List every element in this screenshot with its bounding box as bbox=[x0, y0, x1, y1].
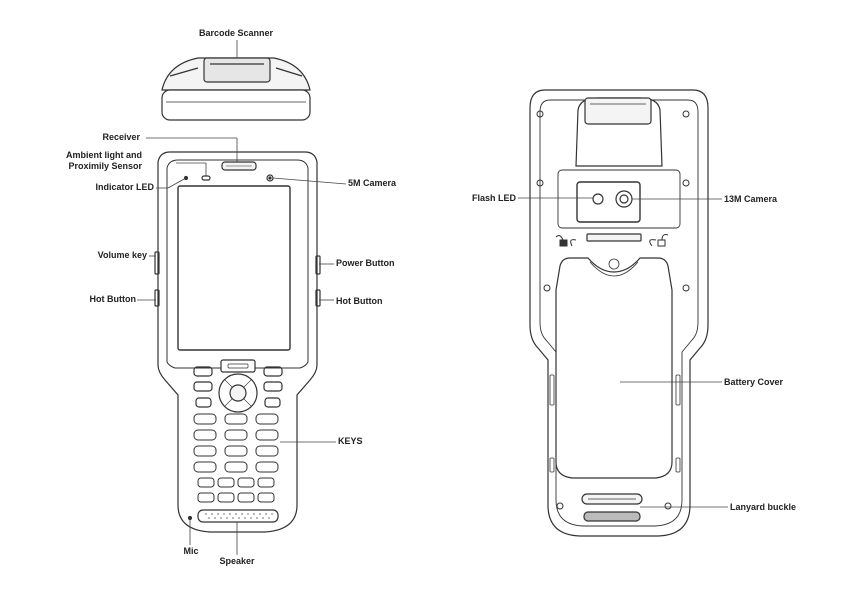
label-5m-camera: 5M Camera bbox=[348, 178, 397, 188]
keypad bbox=[193, 413, 279, 503]
screws bbox=[536, 110, 690, 510]
label-keys: KEYS bbox=[338, 436, 363, 446]
label-volume-key: Volume key bbox=[97, 250, 147, 260]
label-ambient-line-1: Ambient light and bbox=[66, 150, 142, 160]
label-barcode-scanner: Barcode Scanner bbox=[198, 28, 274, 38]
label-battery-cover: Battery Cover bbox=[724, 377, 784, 387]
label-ambient-sensor: Ambient light and Proximily Sensor bbox=[66, 150, 142, 172]
label-indicator-led: Indicator LED bbox=[95, 182, 154, 192]
label-ambient-line-2: Proximily Sensor bbox=[68, 161, 142, 171]
lock-icons bbox=[555, 234, 669, 247]
label-hot-button-right: Hot Button bbox=[336, 296, 383, 306]
label-receiver: Receiver bbox=[102, 132, 140, 142]
device-back-view bbox=[529, 89, 709, 537]
label-13m-camera: 13M Camera bbox=[724, 194, 778, 204]
device-front-view bbox=[154, 151, 321, 533]
leader-lines bbox=[137, 40, 728, 555]
label-speaker: Speaker bbox=[219, 556, 255, 566]
speaker-grille bbox=[205, 513, 273, 519]
label-power-button: Power Button bbox=[336, 258, 395, 268]
scanner-top-view bbox=[161, 57, 311, 121]
label-flash-led: Flash LED bbox=[471, 193, 516, 203]
label-lanyard-buckle: Lanyard buckle bbox=[730, 502, 797, 512]
label-hot-button-left: Hot Button bbox=[89, 294, 136, 304]
label-mic: Mic bbox=[183, 546, 199, 556]
